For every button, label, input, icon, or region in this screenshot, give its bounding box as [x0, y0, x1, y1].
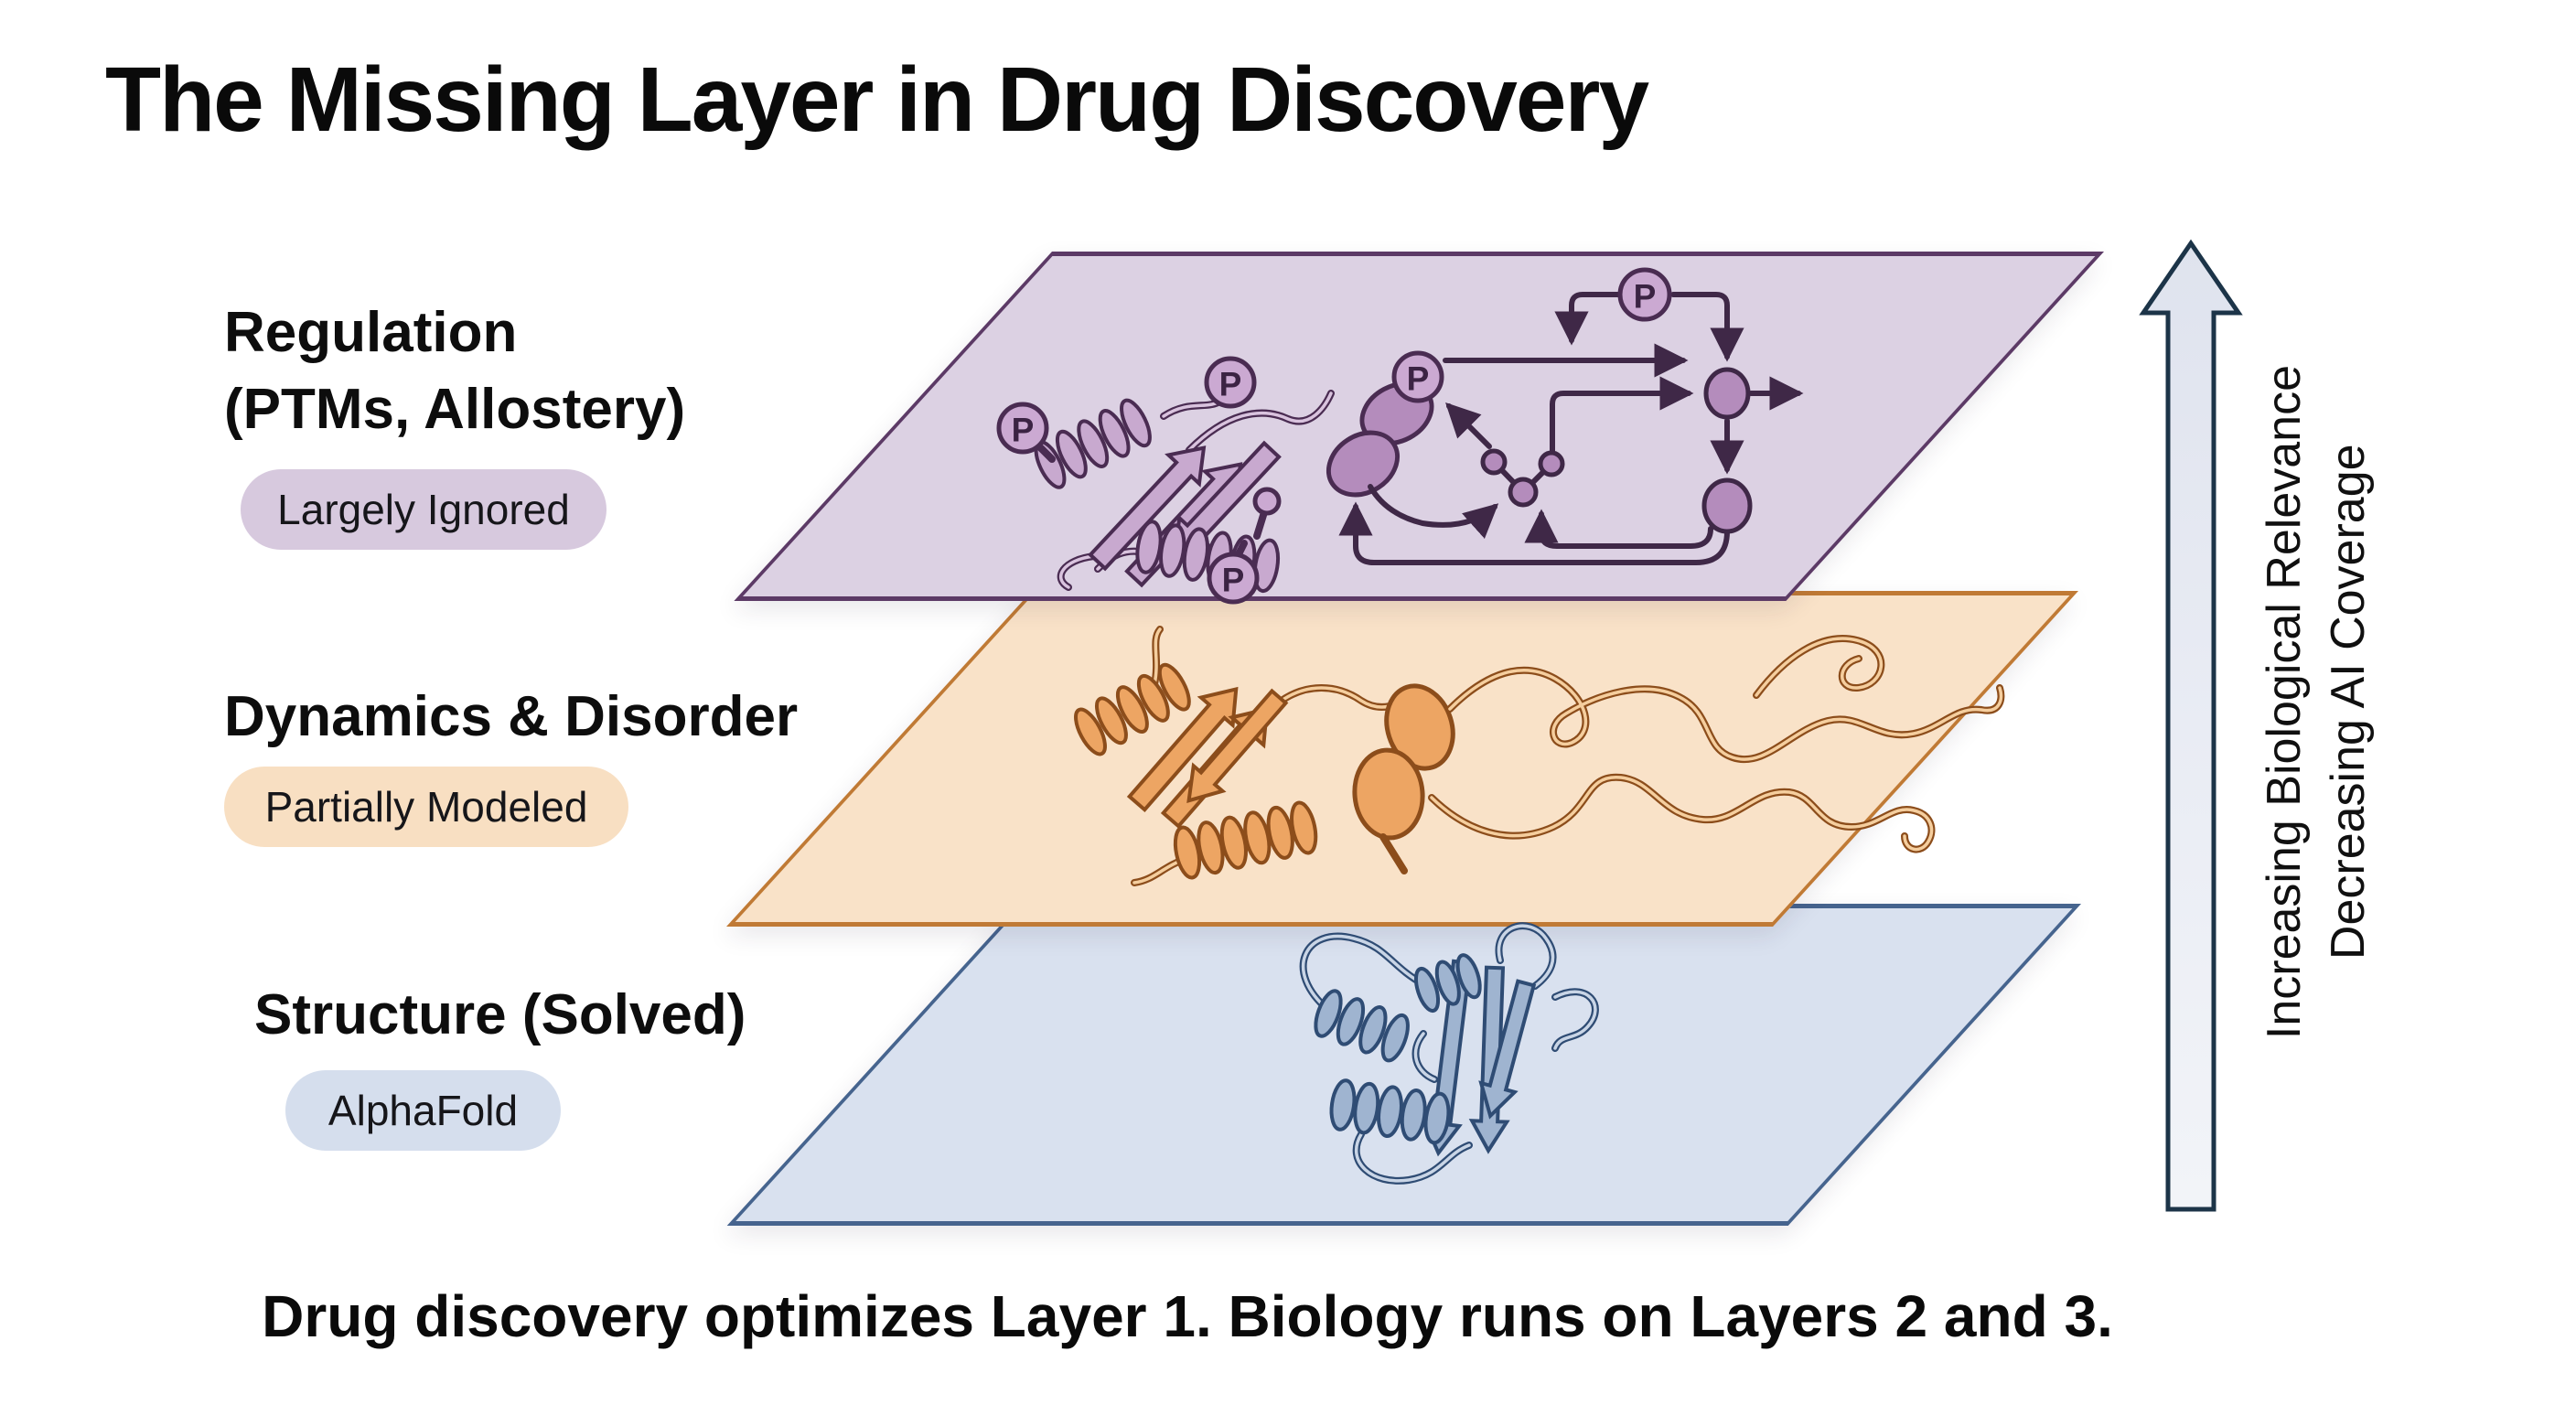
layer-sheet-dynamics [726, 591, 2078, 927]
label-regulation: Regulation (PTMs, Allostery) [224, 295, 685, 448]
caption: Drug discovery optimizes Layer 1. Biolog… [262, 1283, 2113, 1349]
layer-sheet-structure [726, 904, 2082, 1226]
status-badge-regulation: Largely Ignored [241, 469, 606, 550]
axis-label-ai-coverage: Decreasing AI Coverage [2322, 445, 2375, 960]
label-dynamics-line1: Dynamics & Disorder [224, 685, 799, 748]
page-title: The Missing Layer in Drug Discovery [105, 48, 1649, 151]
label-regulation-line1: Regulation [224, 301, 518, 364]
axis-arrow [2139, 239, 2243, 1212]
label-structure: Structure (Solved) [254, 977, 746, 1054]
status-badge-structure: AlphaFold [285, 1070, 561, 1151]
layer-sheet-regulation [734, 252, 2104, 601]
status-badge-dynamics: Partially Modeled [224, 767, 628, 847]
label-regulation-line2: (PTMs, Allostery) [224, 378, 686, 441]
axis-label-biological-relevance: Increasing Biological Relevance [2258, 365, 2311, 1040]
axis-arrow-labels: Increasing Biological Relevance Decreasi… [2252, 0, 2380, 1405]
label-dynamics: Dynamics & Disorder [224, 679, 798, 756]
label-structure-line1: Structure (Solved) [254, 983, 746, 1046]
